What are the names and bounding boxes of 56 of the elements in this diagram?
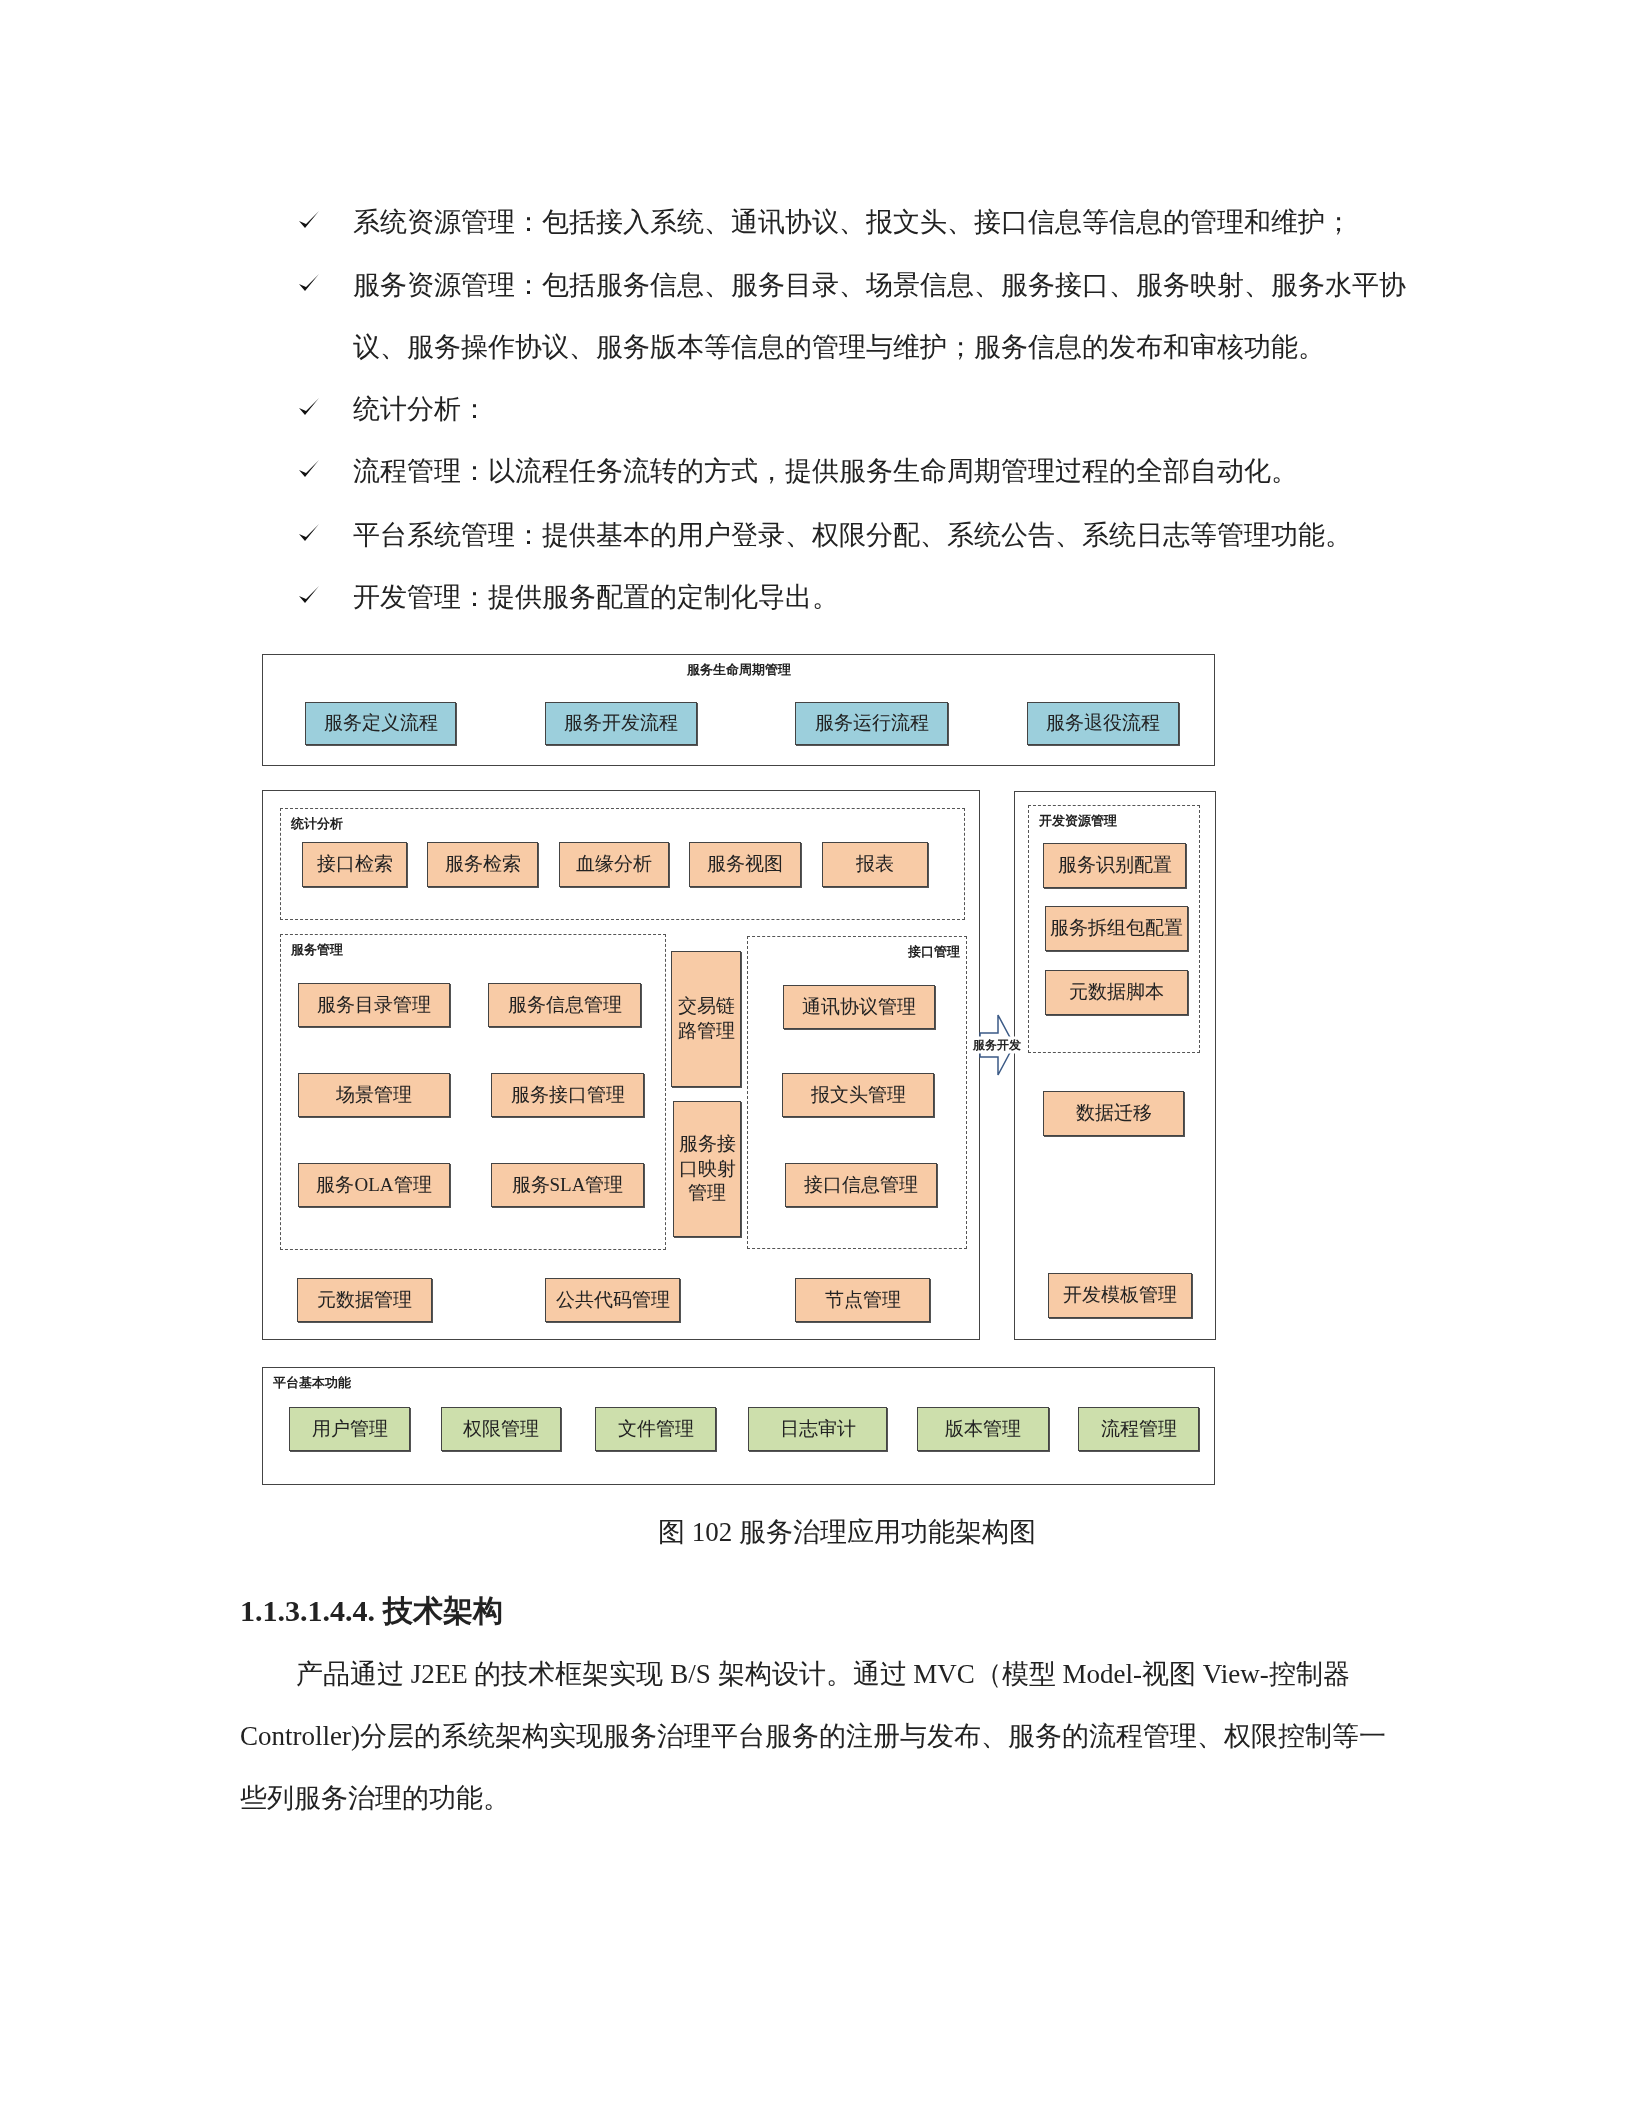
function-box: 服务拆组包配置 [1045,906,1188,951]
dashed-group-frame [1028,805,1200,1053]
group-title: 开发资源管理 [1039,812,1117,830]
bullet-text: 统计分析： [353,393,489,426]
function-box: 服务目录管理 [298,983,450,1027]
function-box: 服务SLA管理 [491,1163,644,1207]
group-title: 统计分析 [291,815,343,833]
function-box: 权限管理 [441,1407,561,1451]
function-box: 节点管理 [795,1278,930,1322]
paragraph: 产品通过 J2EE 的技术框架实现 B/S 架构设计。通过 MVC（模型 Model-视图 View-控制器 Controller)分层的系统架构实现服务治理平台服务的注册与发布、服务的流程管理、权限控制等一些列服务治理的功能。 [240,1658,1387,1815]
function-box: 服务识别配置 [1043,843,1186,888]
function-box: 开发模板管理 [1048,1273,1192,1318]
figure-caption: 图 102 服务治理应用功能架构图 [657,1516,1037,1549]
function-box: 报表 [822,842,928,887]
function-box: 元数据脚本 [1045,970,1188,1015]
group-title: 服务管理 [291,941,343,959]
function-box: 数据迁移 [1043,1091,1184,1136]
group-title: 服务生命周期管理 [686,661,791,679]
function-box: 服务信息管理 [488,983,641,1027]
function-box: 服务接口管理 [491,1073,644,1117]
function-box: 用户管理 [289,1407,410,1451]
function-box: 服务检索 [427,842,538,887]
function-box: 文件管理 [595,1407,716,1451]
panel-frame [262,1367,1215,1485]
section-heading: 1.1.3.1.4.4. 技术架构 [240,1593,503,1629]
function-box: 服务视图 [689,842,801,887]
function-box: 日志审计 [748,1407,887,1451]
panel-frame [262,654,1215,766]
function-box: 服务定义流程 [305,702,456,745]
dashed-group-frame [747,936,967,1249]
function-box: 版本管理 [917,1407,1049,1451]
function-box: 公共代码管理 [545,1278,680,1322]
function-box: 交易链路管理 [671,951,741,1087]
bullet-text: 服务资源管理：包括服务信息、服务目录、场景信息、服务接口、服务映射、服务水平协议、服务操作协议、服务版本等信息的管理与维护；服务信息的发布和审核功能。 [353,269,1407,364]
dashed-group-frame [280,934,666,1250]
function-box: 元数据管理 [297,1278,432,1322]
function-box: 场景管理 [298,1073,450,1117]
function-box: 接口信息管理 [785,1163,937,1207]
function-box: 服务运行流程 [795,702,948,745]
function-box: 流程管理 [1078,1407,1199,1451]
group-title: 平台基本功能 [273,1374,351,1392]
bullet-text: 平台系统管理：提供基本的用户登录、权限分配、系统公告、系统日志等管理功能。 [353,519,1353,552]
bullet-text: 开发管理：提供服务配置的定制化导出。 [353,581,840,614]
group-title: 接口管理 [908,943,960,961]
function-box: 服务OLA管理 [298,1163,450,1207]
edge-label: 服务开发 [972,1036,1022,1054]
function-box: 报文头管理 [782,1073,934,1117]
function-box: 通讯协议管理 [783,985,935,1029]
function-box: 服务接口映射管理 [673,1101,741,1237]
function-box: 服务开发流程 [545,702,697,745]
function-box: 血缘分析 [559,842,669,887]
bullet-text: 流程管理：以流程任务流转的方式，提供服务生命周期管理过程的全部自动化。 [353,455,1299,488]
dashed-group-frame [280,808,965,920]
bullet-text: 系统资源管理：包括接入系统、通讯协议、报文头、接口信息等信息的管理和维护； [353,206,1353,239]
function-box: 接口检索 [302,842,407,887]
function-box: 服务退役流程 [1027,702,1179,745]
